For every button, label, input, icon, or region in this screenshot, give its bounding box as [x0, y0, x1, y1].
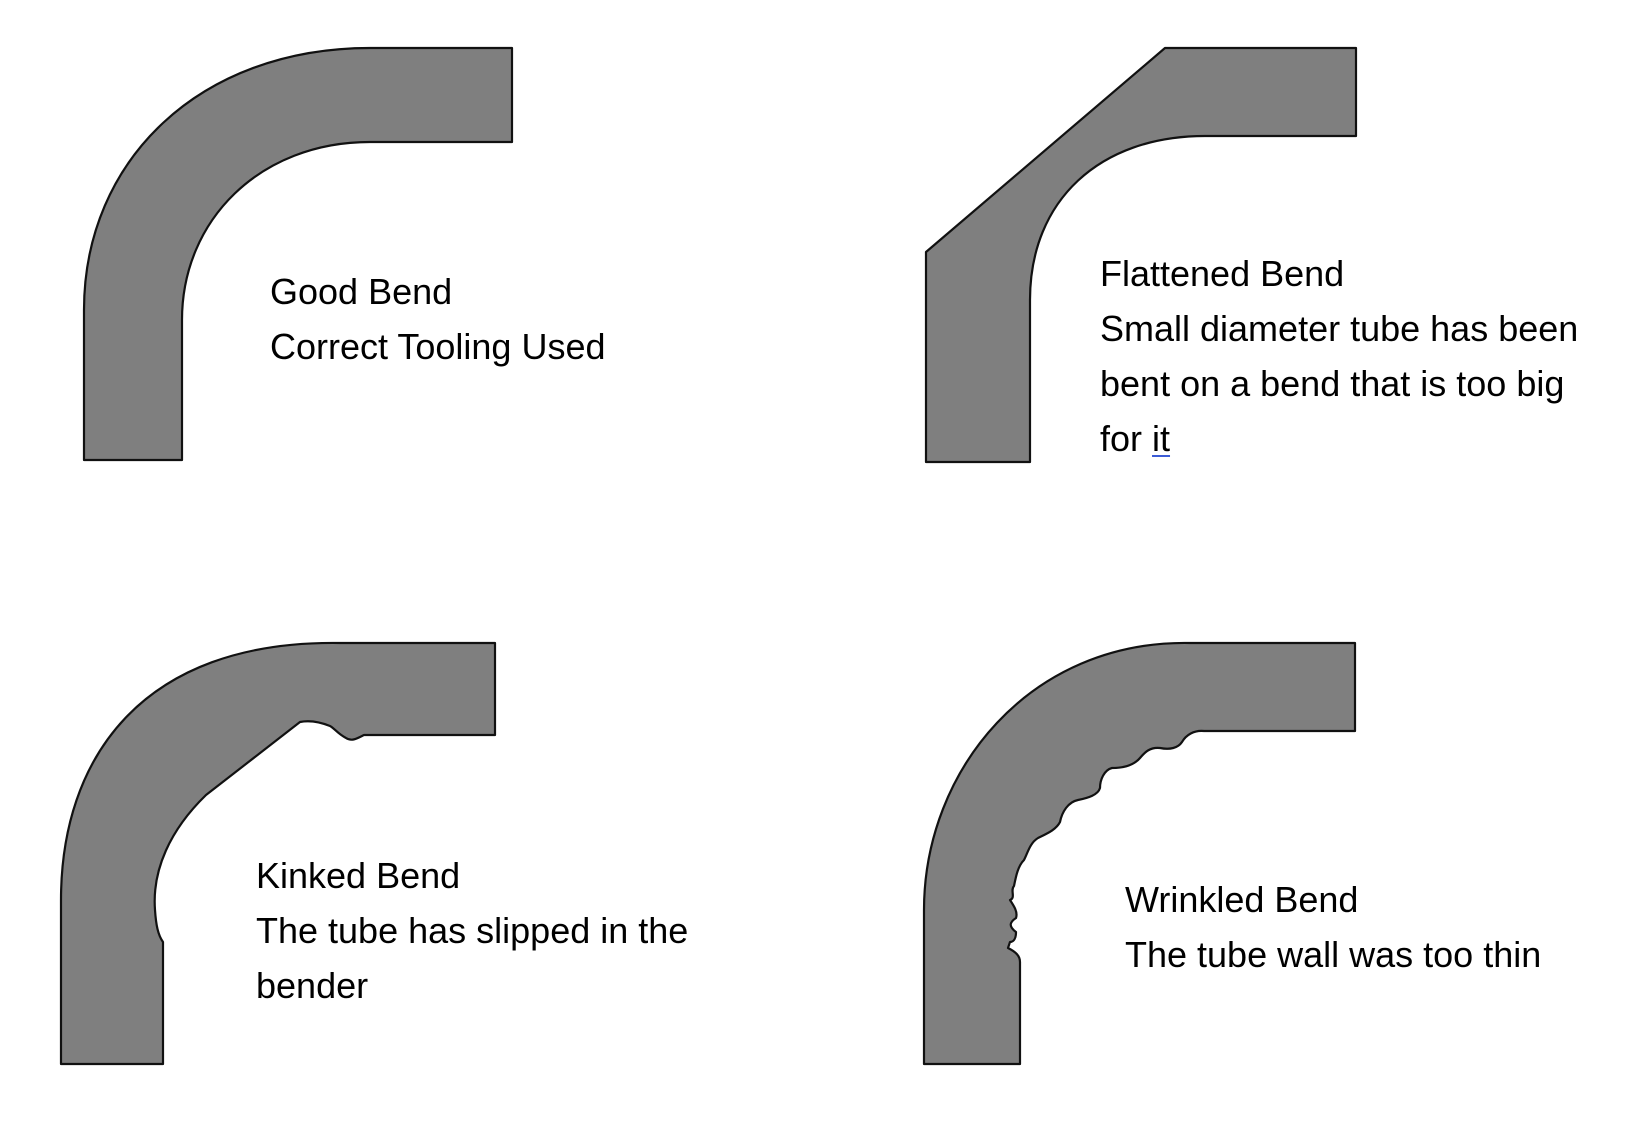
flattened-bend-title: Flattened Bend	[1100, 253, 1345, 294]
good-bend-description: Correct Tooling Used	[270, 326, 606, 367]
kinked-bend-description-line-2: bender	[256, 965, 369, 1006]
good-bend-label: Good Bend Correct Tooling Used	[270, 264, 606, 374]
wrinkled-bend-description: The tube wall was too thin	[1125, 934, 1542, 975]
good-bend-title: Good Bend	[270, 271, 453, 312]
kinked-bend-description-line-1: The tube has slipped in the	[256, 910, 689, 951]
kinked-bend-title: Kinked Bend	[256, 855, 461, 896]
flattened-bend-description-line-1: Small diameter tube has been	[1100, 308, 1579, 349]
flattened-bend-label: Flattened Bend Small diameter tube has b…	[1100, 246, 1578, 466]
flattened-bend-description-line-2: bent on a bend that is too big	[1100, 363, 1565, 404]
flattened-bend-description-line-3: for it	[1100, 411, 1578, 466]
wrinkled-bend-tube	[922, 641, 1357, 1066]
flattened-bend-underlined-word: it	[1152, 418, 1171, 459]
kinked-bend-label: Kinked Bend The tube has slipped in the …	[256, 848, 688, 1013]
flattened-bend-description-line-3-text: for	[1100, 418, 1153, 459]
wrinkled-bend-label: Wrinkled Bend The tube wall was too thin	[1125, 872, 1541, 982]
good-bend-tube	[82, 46, 514, 462]
wrinkled-bend-title: Wrinkled Bend	[1125, 879, 1359, 920]
kinked-bend-tube	[59, 641, 497, 1066]
flattened-bend-tube	[924, 46, 1358, 464]
